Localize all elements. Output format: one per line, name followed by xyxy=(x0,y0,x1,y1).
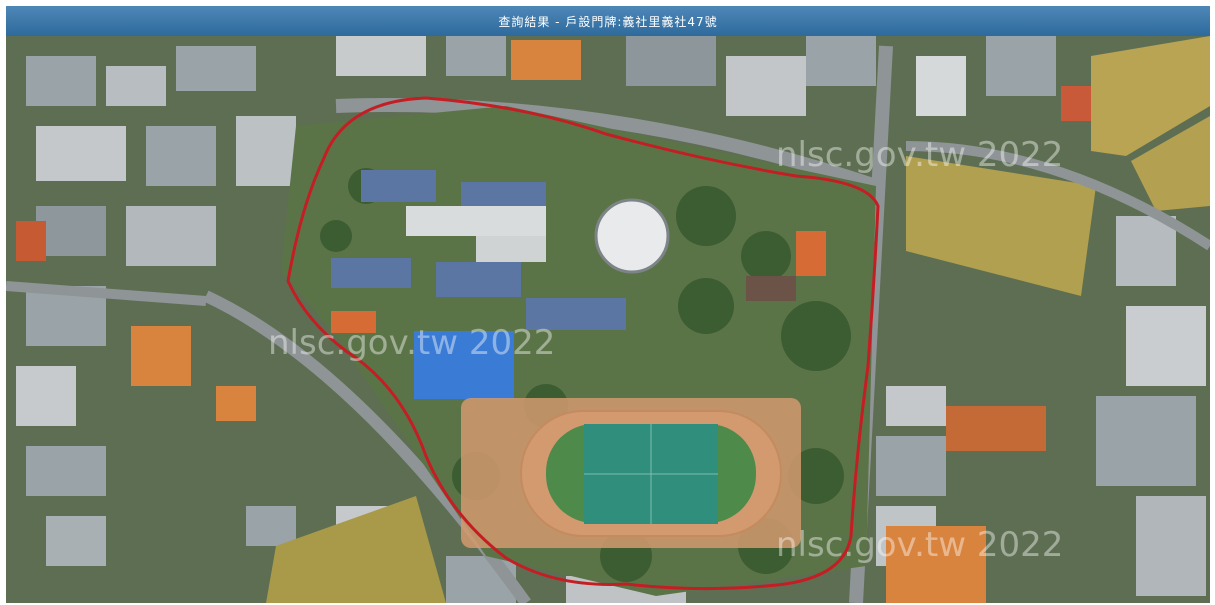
map-imagery: nlsc.gov.tw 2022 nlsc.gov.tw 2022 nlsc.g… xyxy=(6,36,1210,603)
school-buildings xyxy=(331,170,626,330)
paddy-fields xyxy=(266,36,1210,603)
watermark: nlsc.gov.tw 2022 xyxy=(268,323,555,363)
round-building xyxy=(594,198,670,274)
orange-roofs xyxy=(16,40,1091,603)
title-bar: 查詢結果 - 戶設門牌:義社里義社47號 xyxy=(6,6,1210,36)
parcel-boundary-outline xyxy=(286,96,880,591)
sports-field xyxy=(461,398,801,548)
watermark: nlsc.gov.tw 2022 xyxy=(776,135,1063,175)
campus-red-roofs xyxy=(331,231,826,333)
aerial-map[interactable]: nlsc.gov.tw 2022 nlsc.gov.tw 2022 nlsc.g… xyxy=(6,36,1210,603)
watermark: nlsc.gov.tw 2022 xyxy=(776,525,1063,565)
title-text: 查詢結果 - 戶設門牌:義社里義社47號 xyxy=(498,14,718,29)
urban-blocks xyxy=(16,36,1206,603)
blue-roof-gymnasium xyxy=(414,331,514,399)
